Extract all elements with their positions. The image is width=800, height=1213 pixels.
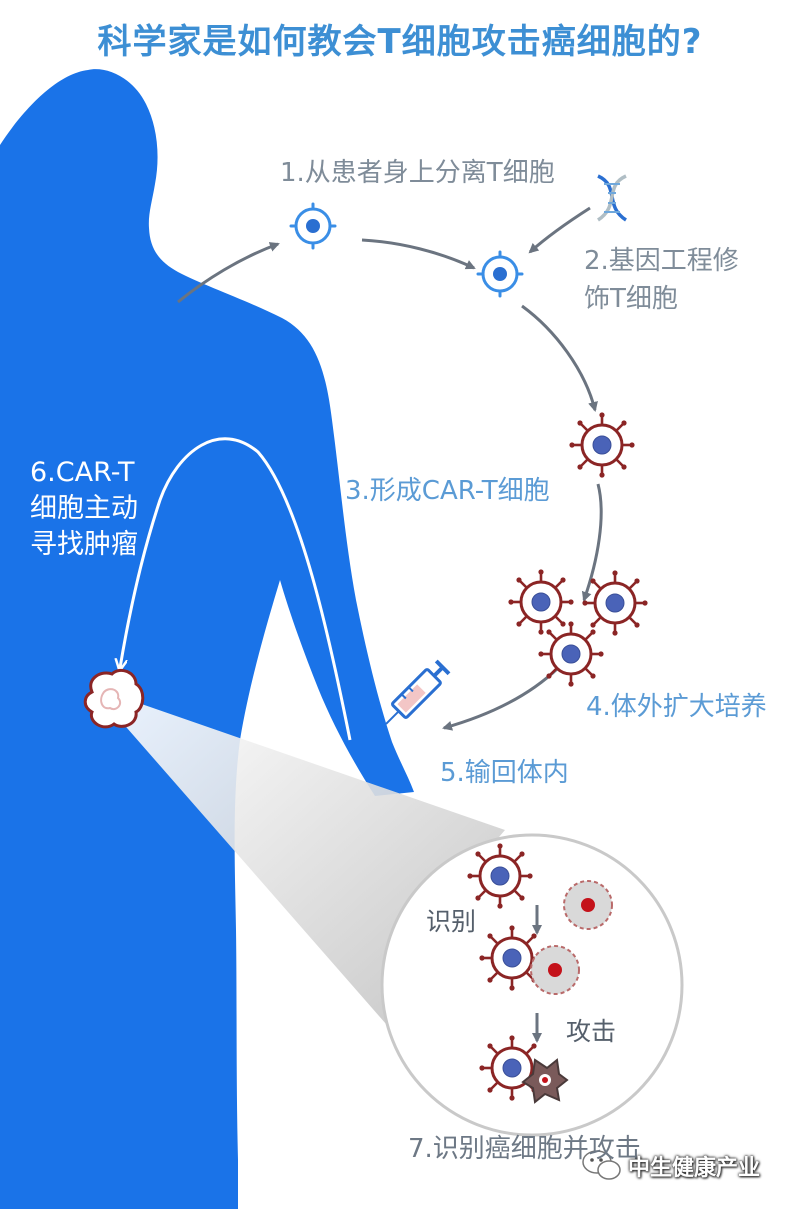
step-4-label: 4.体外扩大培养: [586, 692, 767, 722]
arrow-body-to-step1: [177, 242, 280, 304]
t-cell-icon: [476, 250, 524, 298]
watermark: 中生健康产业: [628, 1156, 761, 1181]
flow-arrows: [177, 206, 603, 1043]
car-t-cell-icon: [567, 410, 637, 480]
step-6-label-line3: 寻找肿瘤: [30, 529, 138, 560]
page-title: 科学家是如何教会T细胞攻击癌细胞的?: [97, 22, 703, 62]
arrow-step4-to-step5: [442, 666, 560, 731]
step-2-label-line2: 饰T细胞: [584, 284, 678, 314]
cancer-cell-icon: [530, 945, 580, 995]
human-body-silhouette: [0, 69, 414, 1209]
step-6-label-line2: 细胞主动: [30, 493, 138, 524]
step-7-label: 7.识别癌细胞并攻击: [408, 1134, 641, 1164]
path-arrow-6: [120, 437, 352, 741]
tumor-icon: [83, 668, 145, 729]
recognize-label: 识别: [426, 907, 477, 936]
car-t-cell-icon: [536, 619, 606, 689]
arrow-step2-to-step3: [521, 304, 598, 412]
arrow-step1-to-step2: [361, 238, 476, 270]
step-2-label-line1: 2.基因工程修: [584, 246, 739, 276]
dna-icon: [596, 174, 628, 222]
wechat-icon: [582, 1150, 621, 1180]
step-3-label: 3.形成CAR-T细胞: [345, 476, 550, 506]
t-cell-icon: [289, 202, 337, 250]
step-5-label: 5.输回体内: [440, 758, 569, 788]
syringe-icon: [385, 659, 451, 725]
arrow-dna-to-cell: [528, 206, 591, 254]
car-t-cell-icon: [506, 567, 576, 637]
destroyed-cancer-cell-icon: [521, 1058, 569, 1104]
attack-label: 攻击: [566, 1017, 617, 1046]
car-t-cell-icon: [580, 568, 650, 638]
arrow-step3-to-step4: [581, 483, 603, 602]
step-6-label-line1: 6.CAR-T: [30, 457, 135, 488]
cancer-cell-icon: [563, 880, 613, 930]
car-t-cell-icon: [465, 841, 535, 911]
step-1-label: 1.从患者身上分离T细胞: [280, 158, 555, 188]
